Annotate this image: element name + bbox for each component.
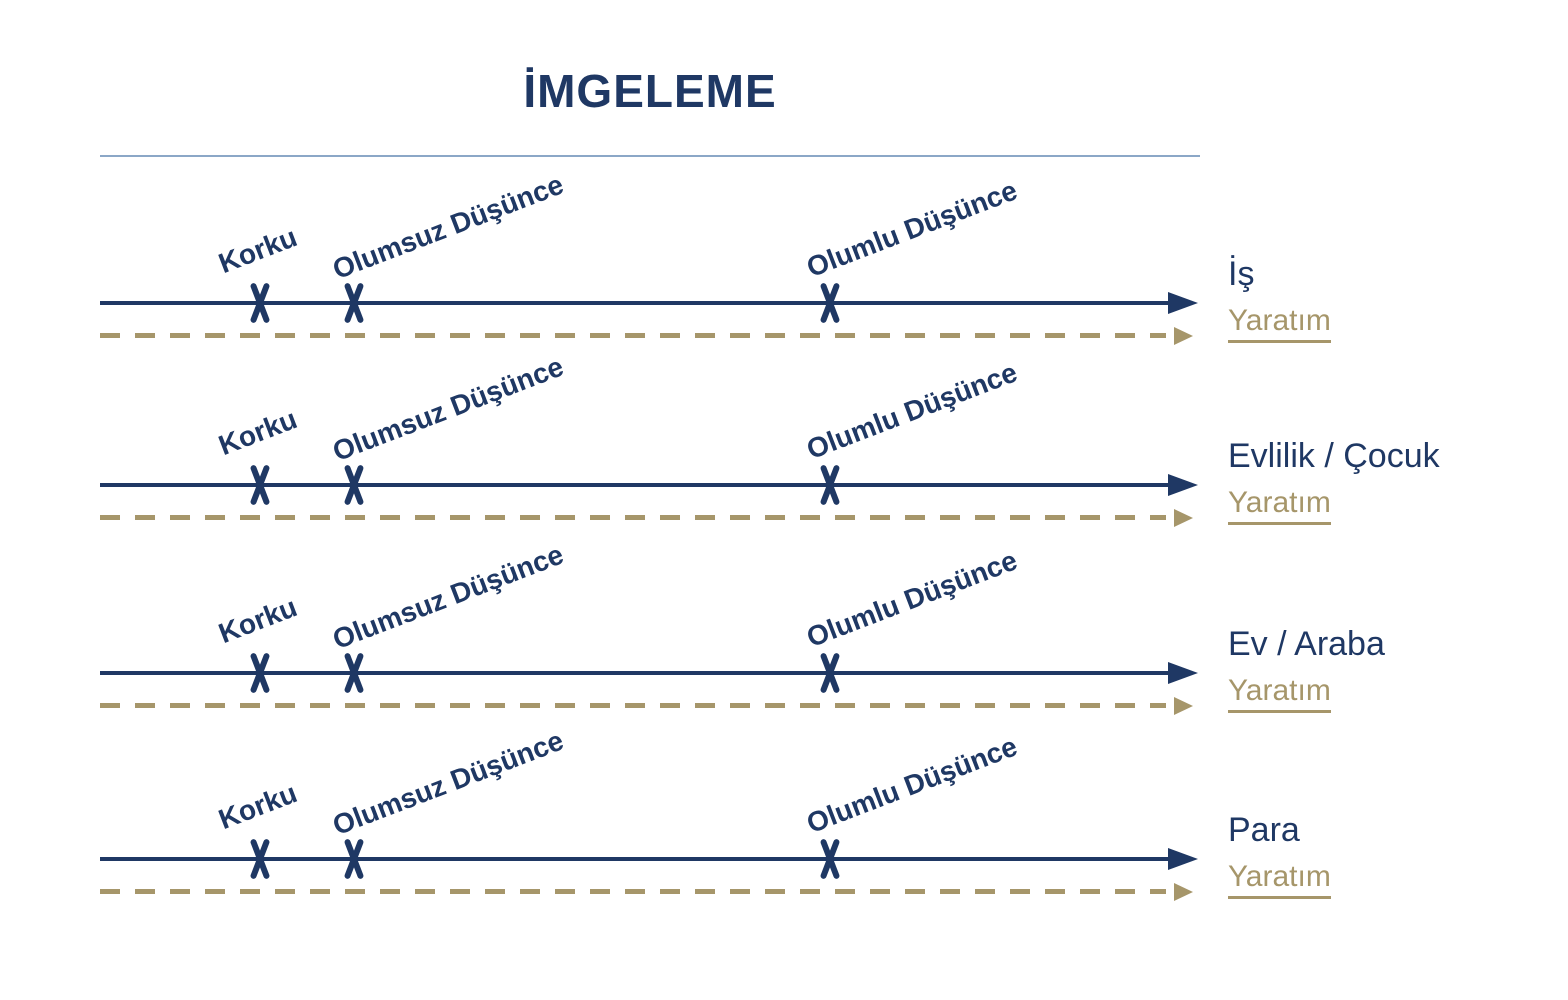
marker-label-olumsuz-dusunce: Olumsuz Düşünce <box>328 724 568 841</box>
x-marker-korku <box>243 838 277 880</box>
row-labels: Para Yaratım <box>1228 810 1331 899</box>
dashed-creation-line <box>100 703 1166 708</box>
timeline-row-ev-araba: Korku Olumsuz Düşünce Olumlu Düşünce Ev … <box>0 538 1568 726</box>
solid-arrowhead-icon <box>1168 292 1198 314</box>
marker-label-olumsuz-dusunce: Olumsuz Düşünce <box>328 350 568 467</box>
dashed-arrowhead-icon <box>1174 697 1193 715</box>
marker-label-korku: Korku <box>214 402 302 461</box>
solid-timeline-line <box>100 483 1170 487</box>
creation-label: Yaratım <box>1228 304 1331 343</box>
topic-label: Evlilik / Çocuk <box>1228 437 1440 475</box>
timeline-row-is: Korku Olumsuz Düşünce Olumlu Düşünce İş … <box>0 168 1568 356</box>
marker-label-korku: Korku <box>214 776 302 835</box>
marker-label-korku: Korku <box>214 590 302 649</box>
topic-label: Para <box>1228 811 1300 849</box>
x-marker-olumlu-dusunce <box>813 464 847 506</box>
x-marker-olumsuz-dusunce <box>337 464 371 506</box>
row-labels: İş Yaratım <box>1228 254 1331 343</box>
title-separator-line <box>100 155 1200 157</box>
creation-label: Yaratım <box>1228 486 1331 525</box>
row-labels: Evlilik / Çocuk Yaratım <box>1228 436 1440 525</box>
topic-label: Ev / Araba <box>1228 625 1385 663</box>
x-marker-korku <box>243 282 277 324</box>
x-marker-olumsuz-dusunce <box>337 282 371 324</box>
marker-label-olumlu-dusunce: Olumlu Düşünce <box>802 730 1022 839</box>
solid-timeline-line <box>100 671 1170 675</box>
dashed-creation-line <box>100 889 1166 894</box>
solid-arrowhead-icon <box>1168 662 1198 684</box>
dashed-arrowhead-icon <box>1174 883 1193 901</box>
marker-label-olumsuz-dusunce: Olumsuz Düşünce <box>328 538 568 655</box>
row-labels: Ev / Araba Yaratım <box>1228 624 1385 713</box>
x-marker-korku <box>243 652 277 694</box>
x-marker-olumlu-dusunce <box>813 282 847 324</box>
creation-label: Yaratım <box>1228 860 1331 899</box>
marker-label-korku: Korku <box>214 220 302 279</box>
x-marker-olumlu-dusunce <box>813 838 847 880</box>
solid-timeline-line <box>100 857 1170 861</box>
creation-label: Yaratım <box>1228 674 1331 713</box>
slide-title: İMGELEME <box>523 65 777 117</box>
timeline-row-para: Korku Olumsuz Düşünce Olumlu Düşünce Par… <box>0 724 1568 912</box>
marker-label-olumlu-dusunce: Olumlu Düşünce <box>802 544 1022 653</box>
marker-label-olumlu-dusunce: Olumlu Düşünce <box>802 174 1022 283</box>
solid-arrowhead-icon <box>1168 474 1198 496</box>
dashed-creation-line <box>100 515 1166 520</box>
x-marker-olumsuz-dusunce <box>337 838 371 880</box>
x-marker-olumlu-dusunce <box>813 652 847 694</box>
solid-timeline-line <box>100 301 1170 305</box>
x-marker-olumsuz-dusunce <box>337 652 371 694</box>
dashed-arrowhead-icon <box>1174 327 1193 345</box>
solid-arrowhead-icon <box>1168 848 1198 870</box>
topic-label: İş <box>1228 255 1255 293</box>
marker-label-olumlu-dusunce: Olumlu Düşünce <box>802 356 1022 465</box>
x-marker-korku <box>243 464 277 506</box>
marker-label-olumsuz-dusunce: Olumsuz Düşünce <box>328 168 568 285</box>
dashed-arrowhead-icon <box>1174 509 1193 527</box>
timeline-row-evlilik-cocuk: Korku Olumsuz Düşünce Olumlu Düşünce Evl… <box>0 350 1568 538</box>
dashed-creation-line <box>100 333 1166 338</box>
